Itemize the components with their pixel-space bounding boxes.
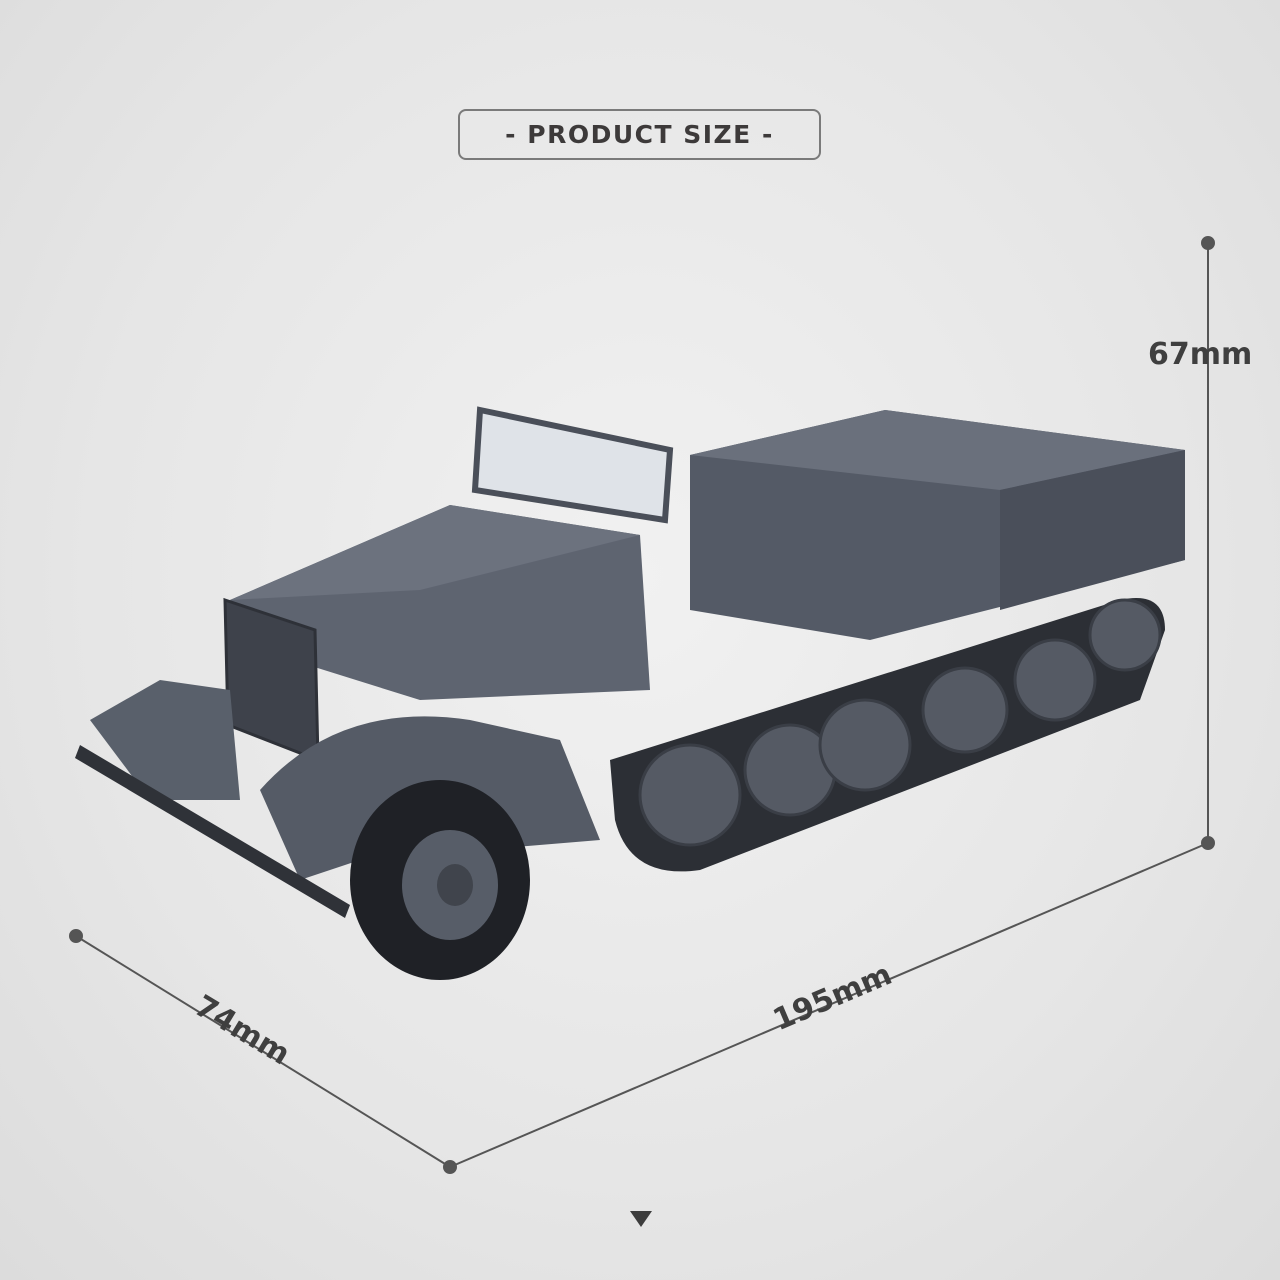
length-line	[449, 842, 1209, 1168]
dimension-lines	[69, 236, 1215, 1174]
height-dimension-label: 67mm	[1148, 337, 1253, 372]
product-size-header: - PRODUCT SIZE -	[458, 109, 821, 160]
halftrack-vehicle	[75, 406, 1185, 980]
header-title: - PRODUCT SIZE -	[505, 120, 774, 149]
width-line	[75, 935, 451, 1168]
triangle-down-icon	[630, 1211, 652, 1227]
